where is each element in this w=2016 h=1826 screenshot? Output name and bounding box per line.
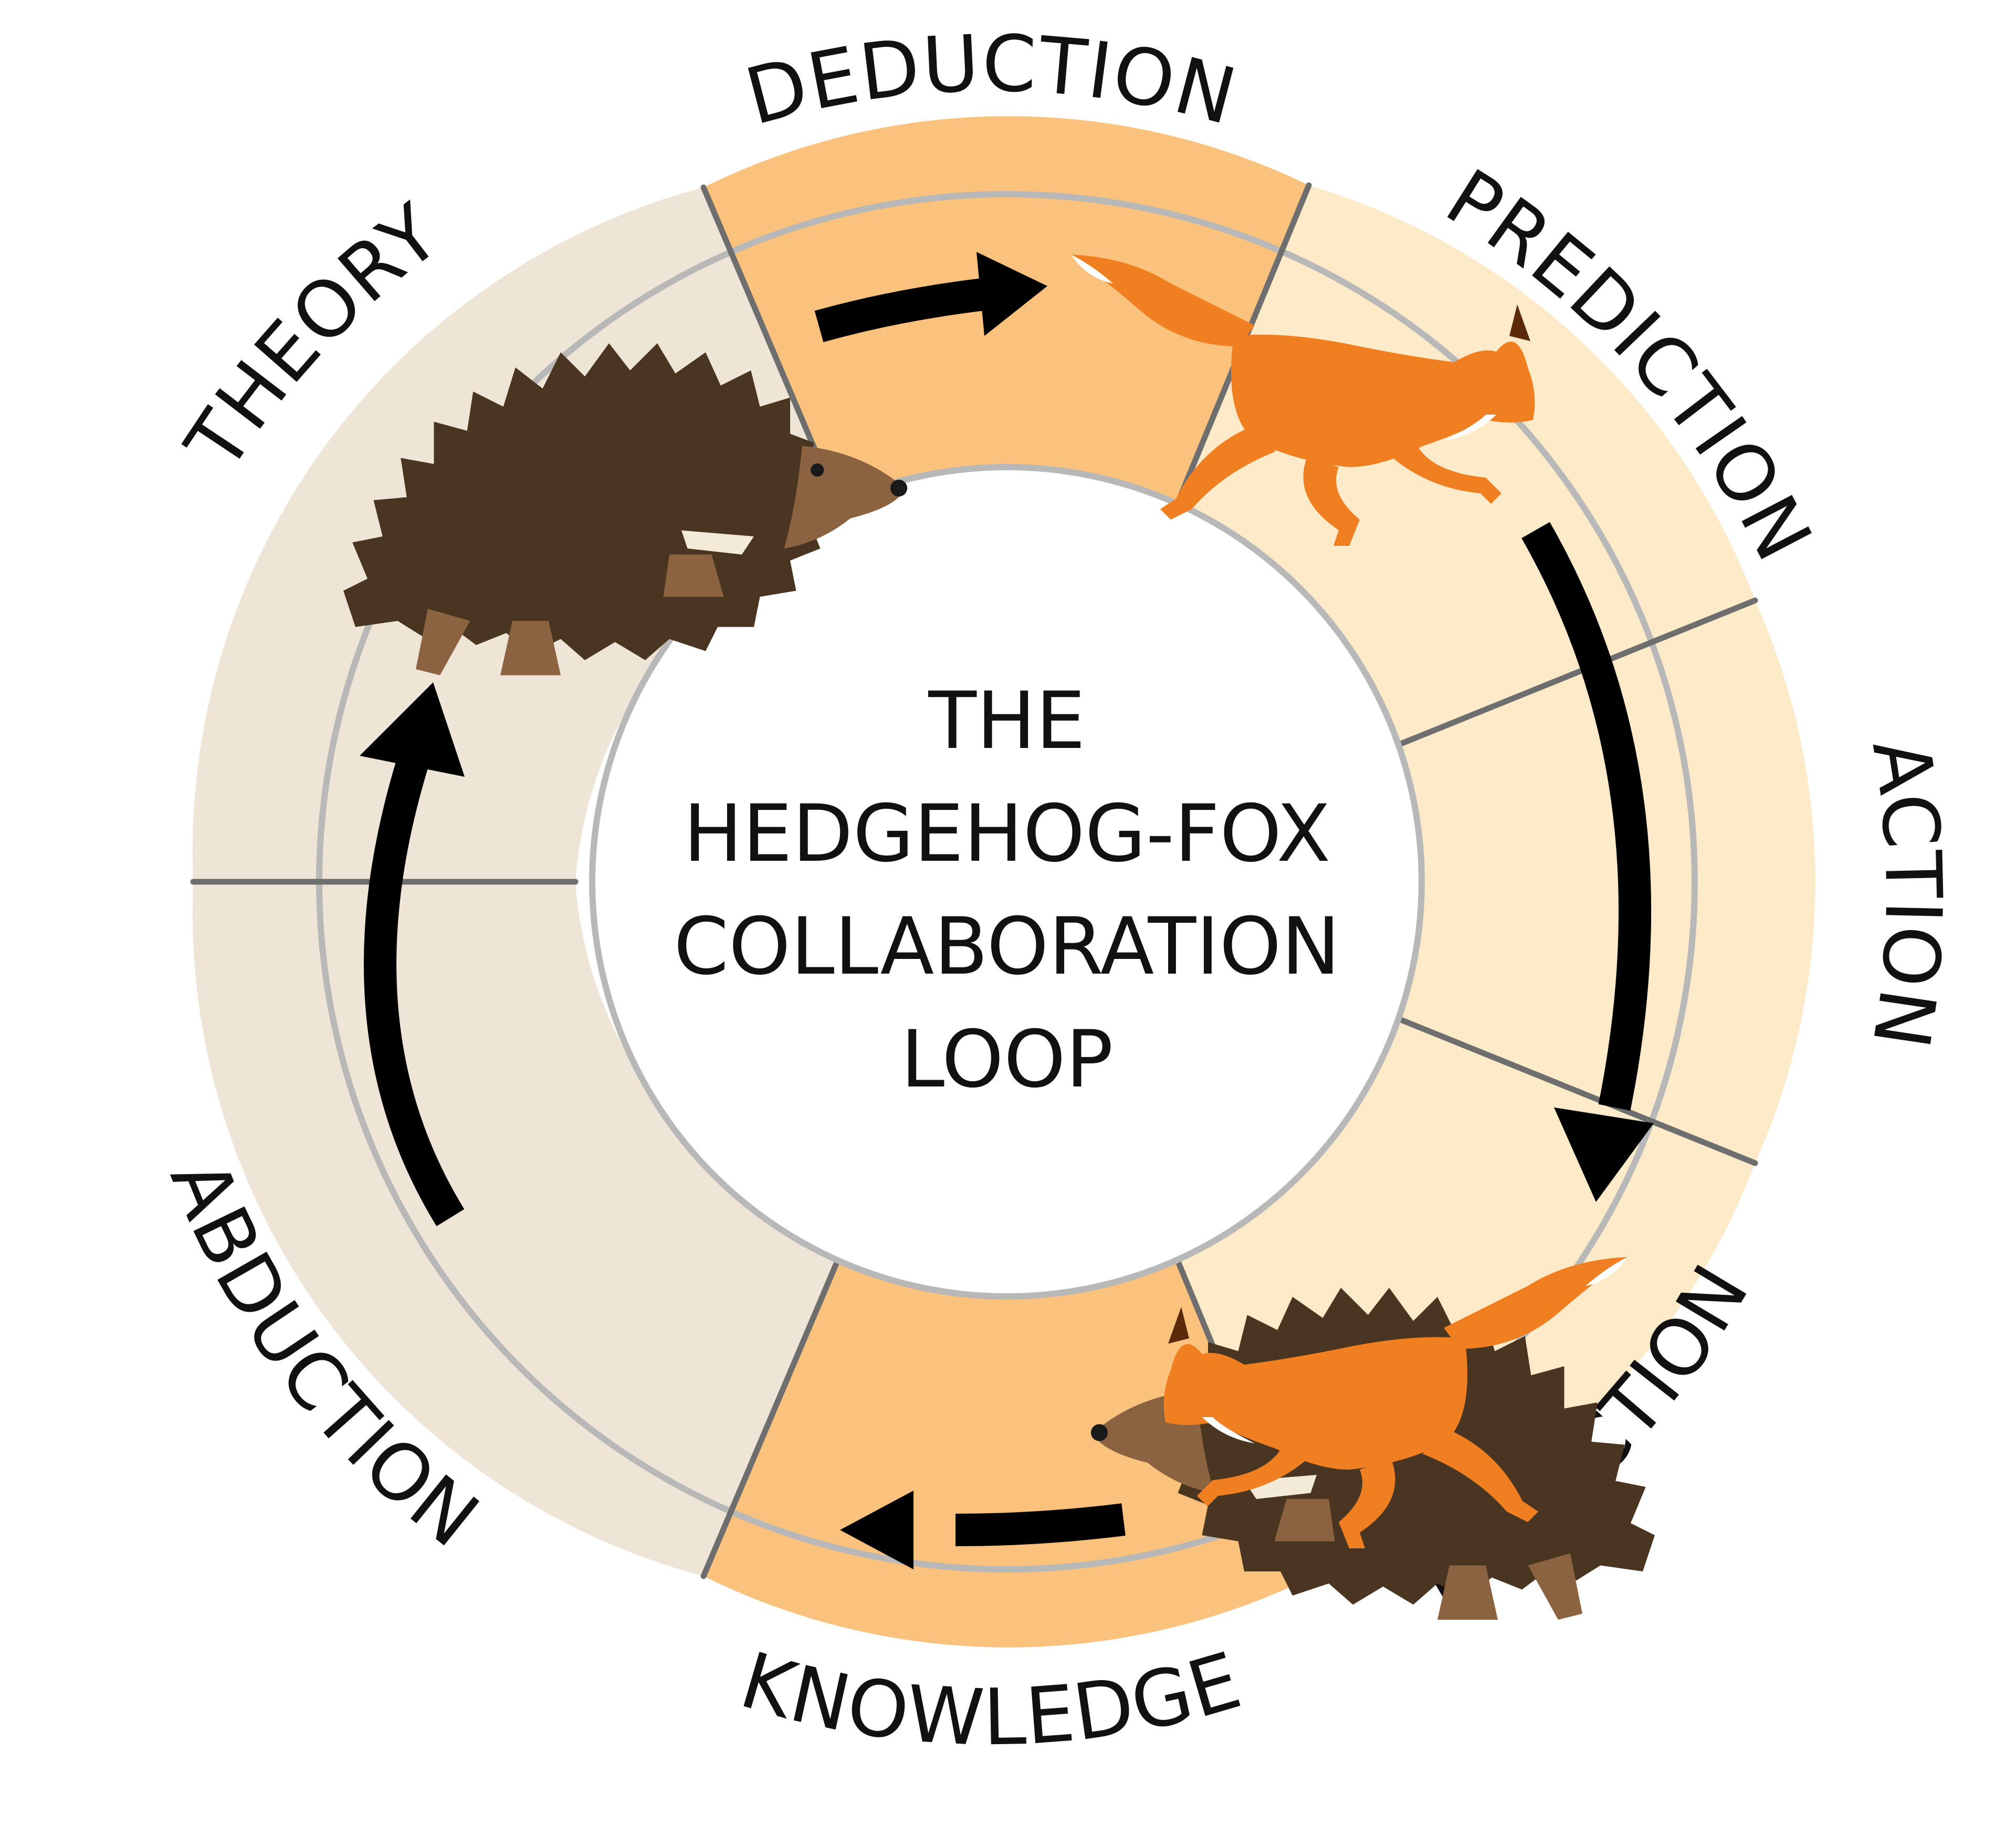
divider-knowledge-abduction: [700, 1238, 849, 1579]
label-knowledge: KNOWLEDGE: [731, 1635, 1252, 1764]
divider-prediction-action: [1394, 597, 1758, 748]
arrow-icon: [840, 1491, 1126, 1569]
hedgehog-icon: [343, 343, 908, 675]
divider-action-induction: [1394, 1015, 1758, 1166]
center-title-line-4: LOOP: [901, 1014, 1114, 1105]
center-title-line-1: THE: [928, 675, 1085, 767]
label-action: ACTION: [1855, 733, 1959, 1055]
fox-icon: [1163, 1257, 1628, 1548]
arrow-icon: [360, 682, 465, 1227]
arrow-icon: [814, 252, 1047, 342]
segment-knowledge: [704, 1241, 1309, 1648]
segment-abduction: [192, 882, 846, 1576]
segment-action: [1397, 600, 1815, 1163]
fox-icon: [1071, 255, 1535, 546]
center-disc: [589, 464, 1425, 1300]
flow-arrows: [360, 252, 1654, 1569]
center-title-line-2: HEDGEHOG-FOX: [684, 788, 1331, 880]
segment-deduction: [704, 116, 1309, 523]
center-title-line-3: COLLABORATION: [674, 901, 1340, 993]
arrow-icon: [1521, 522, 1654, 1202]
center-title: THE HEDGEHOG-FOX COLLABORATION LOOP: [674, 675, 1340, 1105]
